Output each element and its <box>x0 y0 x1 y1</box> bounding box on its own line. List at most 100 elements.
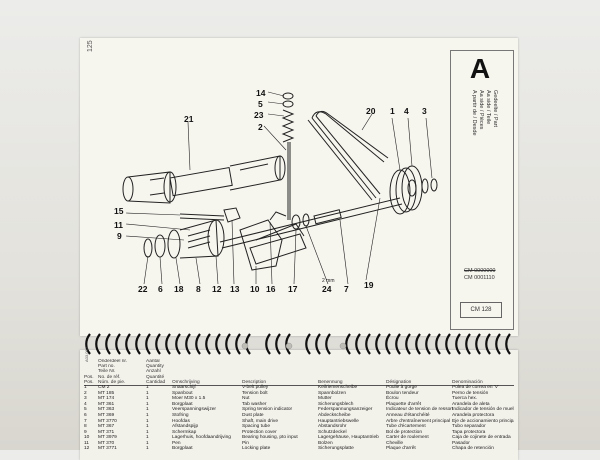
table-cell-es: Arandela de aleta <box>452 401 490 407</box>
table-cell-pos: 3 <box>84 396 87 402</box>
table-cell-part: MT 174 <box>98 396 115 402</box>
binding-loop <box>165 333 171 355</box>
leader-lines <box>125 91 433 285</box>
header-qty-line: Quantity <box>146 364 164 370</box>
table-cell-fr: Arbre d'entraînement principal <box>386 418 451 424</box>
callout-20: 20 <box>366 106 376 116</box>
table-cell-qty: 1 <box>146 401 149 407</box>
header-denominacion: Denominación <box>452 379 483 385</box>
table-cell-part: MT 3771 <box>98 446 117 450</box>
header-description: Description <box>242 379 266 385</box>
table-cell-nl: Schermkap <box>172 429 197 435</box>
binding-loop <box>275 333 281 355</box>
main-shaft-part <box>219 197 403 249</box>
header-qty-line: Quantité <box>146 374 165 380</box>
table-cell-de: Keilriemenscheibe <box>318 384 358 390</box>
table-cell-qty: 1 <box>146 412 149 418</box>
table-cell-fr: Carter de roulement <box>386 435 429 441</box>
callout-5: 5 <box>258 99 263 109</box>
catalog-page-top <box>80 38 518 336</box>
table-cell-es: Eje de accionamiento principal <box>452 418 514 424</box>
callout-22: 22 <box>138 284 148 294</box>
table-cell-es: Pasador <box>452 440 470 446</box>
pto-shaft-part <box>122 155 286 204</box>
table-header-row: Teile Nr. Anzahl <box>84 369 514 374</box>
table-cell-pos: 6 <box>84 412 87 418</box>
callout-13: 13 <box>230 284 240 294</box>
table-cell-fr: Anneau d'étanchéité <box>386 412 430 418</box>
binding-loop <box>265 333 271 355</box>
header-part-line: Teile Nr. <box>98 369 116 375</box>
binding-loop <box>305 333 311 355</box>
header-part-line: Onderdeel nr. <box>98 359 128 364</box>
binding-loop <box>125 333 131 355</box>
table-cell-part: MT 370 <box>98 440 115 446</box>
binding-loop <box>385 333 391 355</box>
cm-new-number: CM 0001110 <box>464 275 495 281</box>
binding-loop <box>325 333 331 355</box>
binding-loop <box>415 333 421 355</box>
binding-loop <box>285 333 291 355</box>
callout-7: 7 <box>344 284 349 294</box>
table-cell-pos: 12 <box>84 446 90 450</box>
table-cell-pos: 9 <box>84 429 87 435</box>
header-designation: Désignation <box>386 379 412 385</box>
binding-loop <box>225 333 231 355</box>
table-cell-nl: Snaarschijf <box>172 384 196 390</box>
binding-loop <box>365 333 371 355</box>
binding-loop <box>315 333 321 355</box>
table-cell-de: Sicherungsplatte <box>318 446 354 450</box>
callout-18: 18 <box>174 284 184 294</box>
table-cell-fr: Plaquette d'arrêt <box>386 401 422 407</box>
table-cell-de: Lagergehäuse, Hauptantrieb <box>318 435 379 441</box>
page-side-number: 125 <box>87 40 94 52</box>
header-rule <box>84 385 514 387</box>
punch-holes <box>241 342 347 350</box>
binding-loop <box>445 333 451 355</box>
table-cell-nl: Borgplaat <box>172 446 193 450</box>
callout-8: 8 <box>196 284 201 294</box>
binding-loop <box>195 333 201 355</box>
table-cell-en: Spring tension indicator <box>242 407 293 413</box>
binding-loop <box>485 333 491 355</box>
binding-loop <box>455 333 461 355</box>
header-benennung: Benennung <box>318 379 343 385</box>
callout-12: 12 <box>212 284 222 294</box>
table-cell-qty: 1 <box>146 384 149 390</box>
binding-loop <box>85 333 91 355</box>
callout-21: 21 <box>184 114 194 124</box>
section-title-line: Aa side / Teile <box>485 90 491 125</box>
header-pos-line: Pos. <box>84 374 94 380</box>
header-qty-line: Aantal <box>146 359 160 364</box>
pin-part <box>179 207 241 223</box>
table-cell-part: MT 367 <box>98 424 115 430</box>
binding-loop <box>465 333 471 355</box>
callout-24: 24 <box>322 284 332 294</box>
table-cell-pos: 8 <box>84 424 87 430</box>
header-part-line: Part no. <box>98 364 115 370</box>
table-cell-part: MT 3770 <box>98 418 117 424</box>
callout-16: 16 <box>266 284 276 294</box>
table-cell-part: MT 361 <box>98 401 115 407</box>
table-cell-pos: 5 <box>84 407 87 413</box>
table-cell-part: MT 371 <box>98 429 115 435</box>
v-belt-pulley-part <box>389 165 438 215</box>
table-cell-es: Polea de correa en 'V' <box>452 384 499 390</box>
table-cell-pos: 11 <box>84 440 89 446</box>
callout-17: 17 <box>288 284 298 294</box>
section-title-group: Gedeelte / Part Aa side / Teile Aa side … <box>452 88 510 238</box>
table-cell-de: Bolzen <box>318 440 333 446</box>
table-cell-es: Tuerca hex. <box>452 396 478 402</box>
exploded-parts-diagram <box>122 91 438 285</box>
binding-loop <box>105 333 111 355</box>
callout-3: 3 <box>422 106 427 116</box>
binding-loop <box>175 333 181 355</box>
table-cell-part: CM 2 <box>98 384 110 390</box>
section-title-line: Gedeelte / Part <box>492 90 498 127</box>
